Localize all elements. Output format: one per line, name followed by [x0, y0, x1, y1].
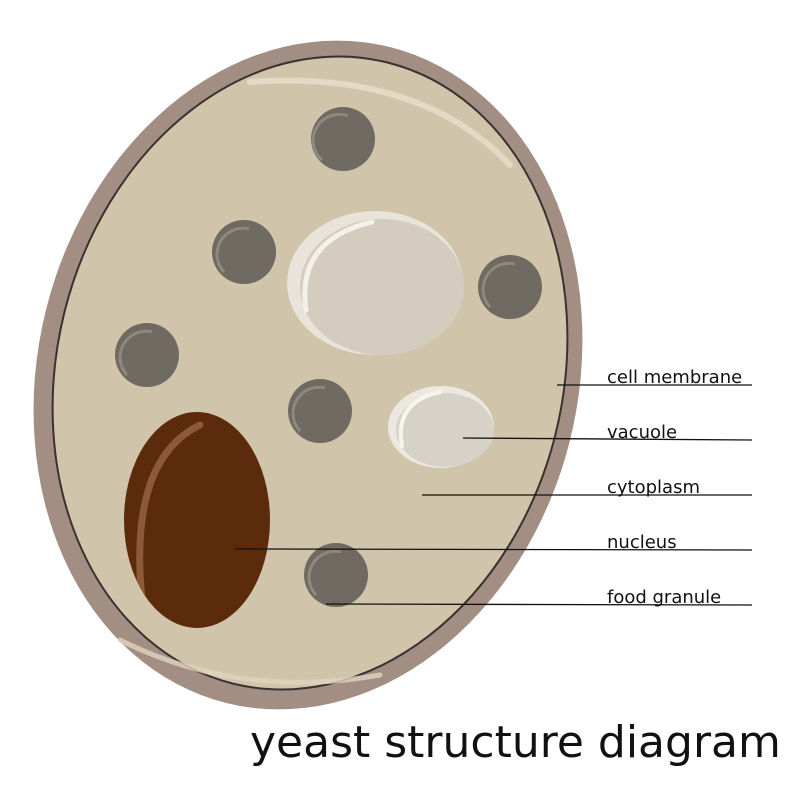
label-vacuole: vacuole	[607, 422, 677, 443]
granule-2	[212, 220, 276, 284]
cytoplasm-highlight-lower	[117, 637, 383, 685]
leader-food-granule	[325, 603, 753, 606]
cytoplasm	[51, 55, 569, 691]
vacuole	[388, 386, 494, 468]
leader-nucleus	[234, 548, 753, 551]
large-vacuole	[287, 211, 464, 355]
label-nucleus: nucleus	[607, 532, 677, 553]
granule-4	[115, 323, 179, 387]
granule-6	[304, 543, 368, 607]
cytoplasm-highlight	[247, 77, 513, 168]
label-cytoplasm: cytoplasm	[607, 477, 700, 498]
granule-5	[288, 379, 352, 443]
diagram-title: yeast structure diagram	[250, 717, 781, 768]
label-food-granule: food granule	[607, 587, 721, 608]
granule-3	[478, 255, 542, 319]
leader-vacuole	[462, 437, 753, 441]
label-cell-membrane: cell membrane	[607, 367, 742, 388]
granule-1	[311, 107, 375, 171]
nucleus	[124, 412, 270, 628]
